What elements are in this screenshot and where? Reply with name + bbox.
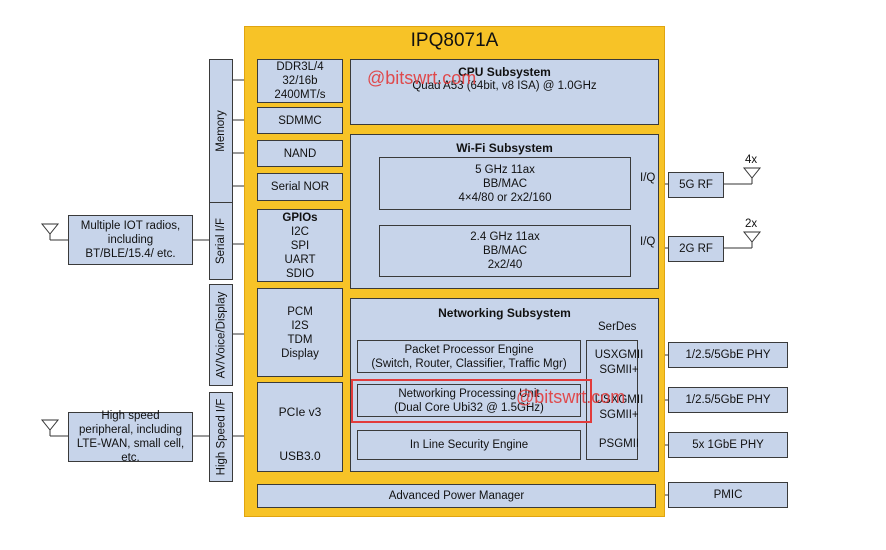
iq-label-5g: I/Q [640,172,656,184]
networking-title: Networking Subsystem [438,306,571,320]
nand-block: NAND [257,140,343,167]
inline-security-engine: In Line Security Engine [357,430,581,460]
av-voice-display-label: AV/Voice/Display [209,284,233,386]
high-speed-if-label: High Speed I/F [209,392,233,482]
networking-processing-unit: Networking Processing Unit(Dual Core Ubi… [357,384,581,417]
serdes-block [586,340,638,460]
rf-2g-antenna-count: 2x [745,218,758,230]
rf-2g-block: 2G RF [668,236,724,262]
serial-if-label: Serial I/F [209,202,233,280]
iot-radios-block: Multiple IOT radios, including BT/BLE/15… [68,215,193,265]
advanced-power-manager: Advanced Power Manager [257,484,656,508]
cpu-subsystem: CPU Subsystem Quad A53 (64bit, v8 ISA) @… [350,59,659,125]
phy-3: 5x 1GbE PHY [668,432,788,458]
serdes-title: SerDes [598,321,637,333]
highspeed-block: PCIe v3 USB3.0 [257,382,343,472]
usb-label: USB3.0 [279,449,321,463]
cpu-desc: Quad A53 (64bit, v8 ISA) @ 1.0GHz [412,80,597,92]
wifi-title: Wi-Fi Subsystem [456,141,553,155]
phy-2: 1/2.5/5GbE PHY [668,387,788,413]
antenna-icon [742,167,762,179]
sdmmc-block: SDMMC [257,107,343,134]
rf-5g-antenna-count: 4x [745,154,758,166]
serial-nor-block: Serial NOR [257,173,343,201]
gpios-block: GPIOs I2C SPI UART SDIO [257,209,343,282]
cpu-title: CPU Subsystem [458,65,551,79]
high-speed-peripheral-block: High speed peripheral, including LTE-WAN… [68,410,193,464]
iq-label-2g: I/Q [640,236,656,248]
serdes-port-3: PSGMII [598,438,640,450]
antenna-icon [40,223,60,235]
phy-1: 1/2.5/5GbE PHY [668,342,788,368]
pmic-block: PMIC [668,482,788,508]
antenna-icon [40,419,60,431]
npu-highlight [351,379,592,423]
packet-processor-engine: Packet Processor Engine(Switch, Router, … [357,340,581,373]
antenna-icon [742,231,762,243]
pcie-label: PCIe v3 [278,405,322,419]
rf-5g-block: 5G RF [668,172,724,198]
memory-label: Memory [209,59,233,203]
chip-title: IPQ8071A [410,30,499,51]
watermark-middle: @bitswrt.com [516,387,626,407]
watermark-top: @bitswrt.com [367,68,477,88]
